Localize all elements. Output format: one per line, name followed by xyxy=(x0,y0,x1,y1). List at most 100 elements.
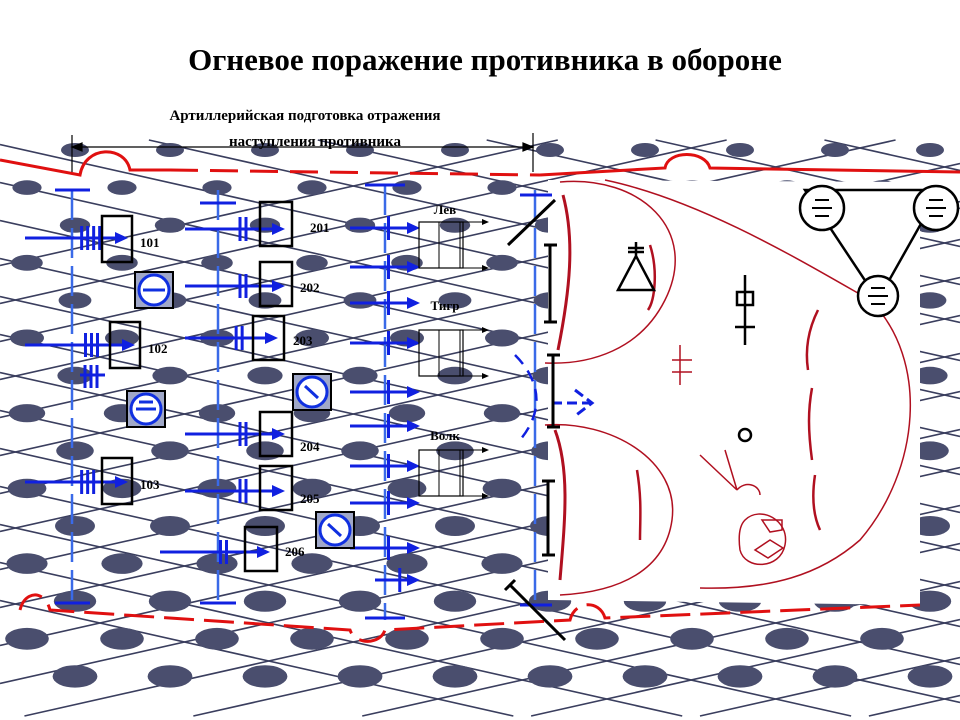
mesh-node xyxy=(765,627,809,650)
mesh-line xyxy=(868,694,960,717)
mesh-node xyxy=(195,627,239,650)
unit-103: 103 xyxy=(100,456,160,506)
mesh-line xyxy=(824,139,960,172)
mesh-node xyxy=(483,404,521,423)
mesh-node xyxy=(480,627,524,650)
mesh-node xyxy=(441,143,469,157)
mesh-node xyxy=(344,217,376,233)
unit-101: 101 xyxy=(100,214,160,264)
mesh-node xyxy=(100,627,144,650)
mesh-node xyxy=(388,404,426,423)
mesh-node xyxy=(292,478,332,499)
arrowhead-icon xyxy=(407,386,420,398)
unit-label: 101 xyxy=(140,235,160,250)
group-2: Тигр xyxy=(418,298,489,379)
unit-box xyxy=(243,525,279,573)
mesh-node xyxy=(147,665,193,688)
mesh-node xyxy=(486,254,518,271)
arrowhead-icon xyxy=(257,546,270,558)
group-1: Лев xyxy=(418,202,489,271)
mesh-node xyxy=(438,292,472,309)
mesh-node xyxy=(812,665,858,688)
arrowhead-icon xyxy=(272,428,285,440)
arrowhead-icon xyxy=(122,339,135,351)
mesh-node xyxy=(670,627,714,650)
mesh-node xyxy=(56,441,94,461)
arrowhead-icon xyxy=(407,574,420,586)
mesh-node xyxy=(916,143,944,157)
unit-label: 206 xyxy=(285,544,305,559)
mesh-node xyxy=(150,516,190,536)
mesh-node xyxy=(152,366,188,385)
unit-206: 206 xyxy=(243,525,305,573)
mesh-node xyxy=(290,627,334,650)
mesh-node xyxy=(198,404,236,423)
unit-201: 201 xyxy=(258,200,330,248)
enemy-battalion-triangle xyxy=(798,184,960,318)
subtitle-line-2: наступления противника xyxy=(229,134,401,150)
dimension-line xyxy=(70,133,535,172)
mesh-node xyxy=(717,665,763,688)
mesh-node xyxy=(575,627,619,650)
mesh-node xyxy=(911,441,949,461)
mesh-node xyxy=(341,441,379,461)
mesh-node xyxy=(242,665,288,688)
mesh-line xyxy=(0,599,514,717)
mesh-node xyxy=(291,553,333,574)
mesh-node xyxy=(436,441,474,461)
blue-circle-symbols xyxy=(126,271,355,549)
group-table xyxy=(418,221,464,269)
mesh-node xyxy=(622,665,668,688)
group-3: Волк xyxy=(418,428,489,499)
arrowhead-icon xyxy=(265,332,278,344)
mesh-node xyxy=(439,217,471,233)
mesh-line xyxy=(0,447,960,666)
attack-chevron-icon xyxy=(552,388,595,418)
group-label: Лев xyxy=(434,202,456,217)
breakthrough-arrow xyxy=(514,354,538,441)
unit-box xyxy=(258,260,294,308)
arrowhead-icon xyxy=(482,327,489,379)
mesh-node xyxy=(59,217,91,233)
mesh-node xyxy=(248,292,282,309)
mesh-node xyxy=(53,590,97,612)
mesh-node xyxy=(12,180,42,195)
section-brackets xyxy=(503,198,567,642)
mesh-node xyxy=(907,665,953,688)
mesh-node xyxy=(154,217,186,233)
mesh-node xyxy=(295,329,329,347)
arrowhead-icon xyxy=(407,420,420,432)
mesh-node xyxy=(432,665,478,688)
mesh-node xyxy=(10,329,44,347)
mesh-node xyxy=(631,143,659,157)
arrowhead-icon xyxy=(272,280,285,292)
unit-box xyxy=(258,200,294,248)
mesh-node xyxy=(433,590,477,612)
mesh-node xyxy=(485,329,519,347)
mesh-node xyxy=(8,404,46,423)
mesh-node xyxy=(821,143,849,157)
arrowhead-icon xyxy=(482,219,489,271)
unit-box xyxy=(100,456,134,506)
mesh-node xyxy=(385,627,429,650)
mesh-node xyxy=(435,516,475,536)
fire-arrows xyxy=(25,216,420,592)
unit-205: 205 xyxy=(258,464,320,512)
arrowhead-icon xyxy=(482,447,489,499)
unit-202: 202 xyxy=(258,260,320,308)
mesh-node xyxy=(386,553,428,574)
unit-box xyxy=(258,464,294,512)
slide-title: Огневое поражение противника в обороне xyxy=(188,42,782,77)
mesh-node xyxy=(387,478,427,499)
unit-box xyxy=(108,320,142,370)
unit-label: 202 xyxy=(300,280,320,295)
unit-label: 205 xyxy=(300,491,320,506)
mesh-node xyxy=(726,143,754,157)
group-table xyxy=(418,329,464,377)
mesh-node xyxy=(913,292,947,309)
mesh-node xyxy=(58,292,92,309)
unit-label: 203 xyxy=(293,333,313,348)
